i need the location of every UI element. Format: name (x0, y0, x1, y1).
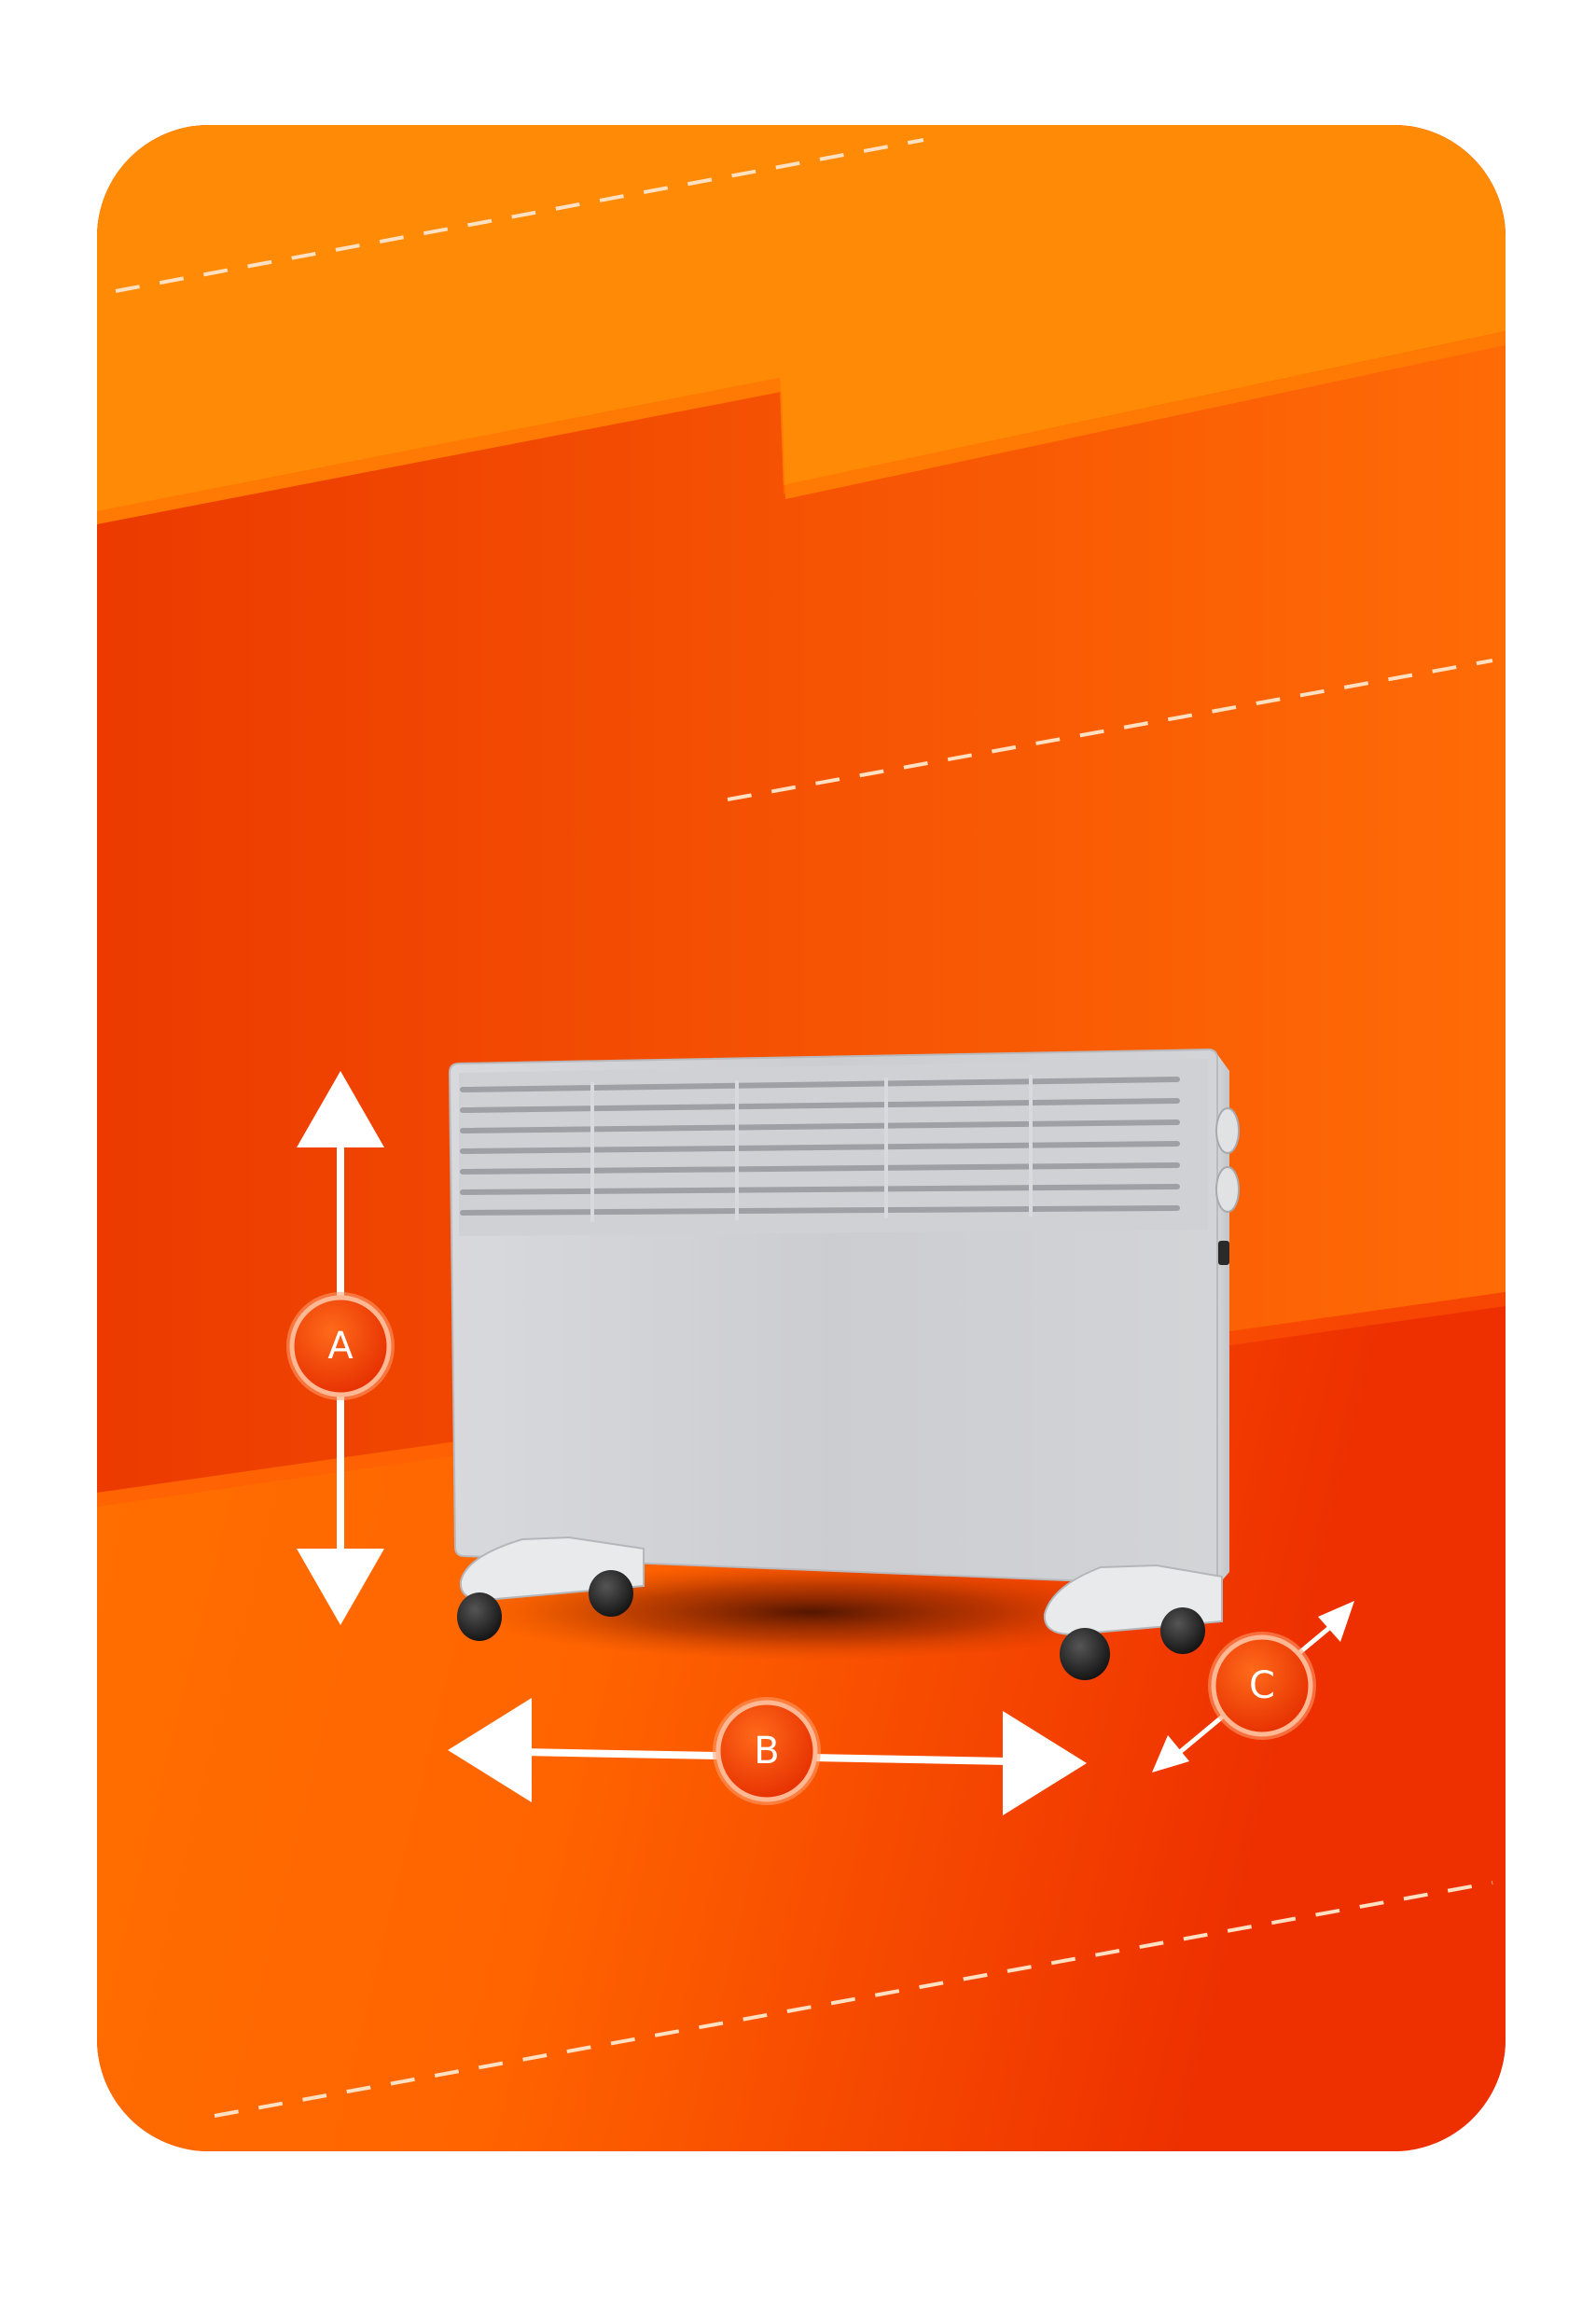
wheel-back-left (589, 1570, 633, 1617)
top-band (97, 125, 1506, 511)
heater-knob-bottom (1215, 1166, 1240, 1213)
heater-shadow (476, 1564, 1147, 1661)
top-band-edge (97, 331, 1506, 524)
marker-c: C (1208, 1632, 1316, 1740)
marker-b: B (713, 1697, 821, 1805)
marker-c-label: C (1249, 1664, 1275, 1707)
heater-knob-top (1215, 1107, 1240, 1154)
wheel-front-right (1060, 1628, 1110, 1680)
panel-heater-icon (448, 1048, 1240, 1680)
wheel-back-right (1160, 1607, 1205, 1654)
marker-a: A (286, 1292, 395, 1400)
dash-line-middle (727, 659, 1493, 801)
heater-switch (1218, 1241, 1229, 1265)
heater-grille (459, 1059, 1208, 1236)
marker-b-label: B (754, 1730, 779, 1773)
dash-line-top (115, 138, 924, 293)
dash-line-bottom (214, 1881, 1493, 2118)
wheel-front-left (457, 1592, 502, 1641)
marker-a-label: A (327, 1325, 354, 1368)
